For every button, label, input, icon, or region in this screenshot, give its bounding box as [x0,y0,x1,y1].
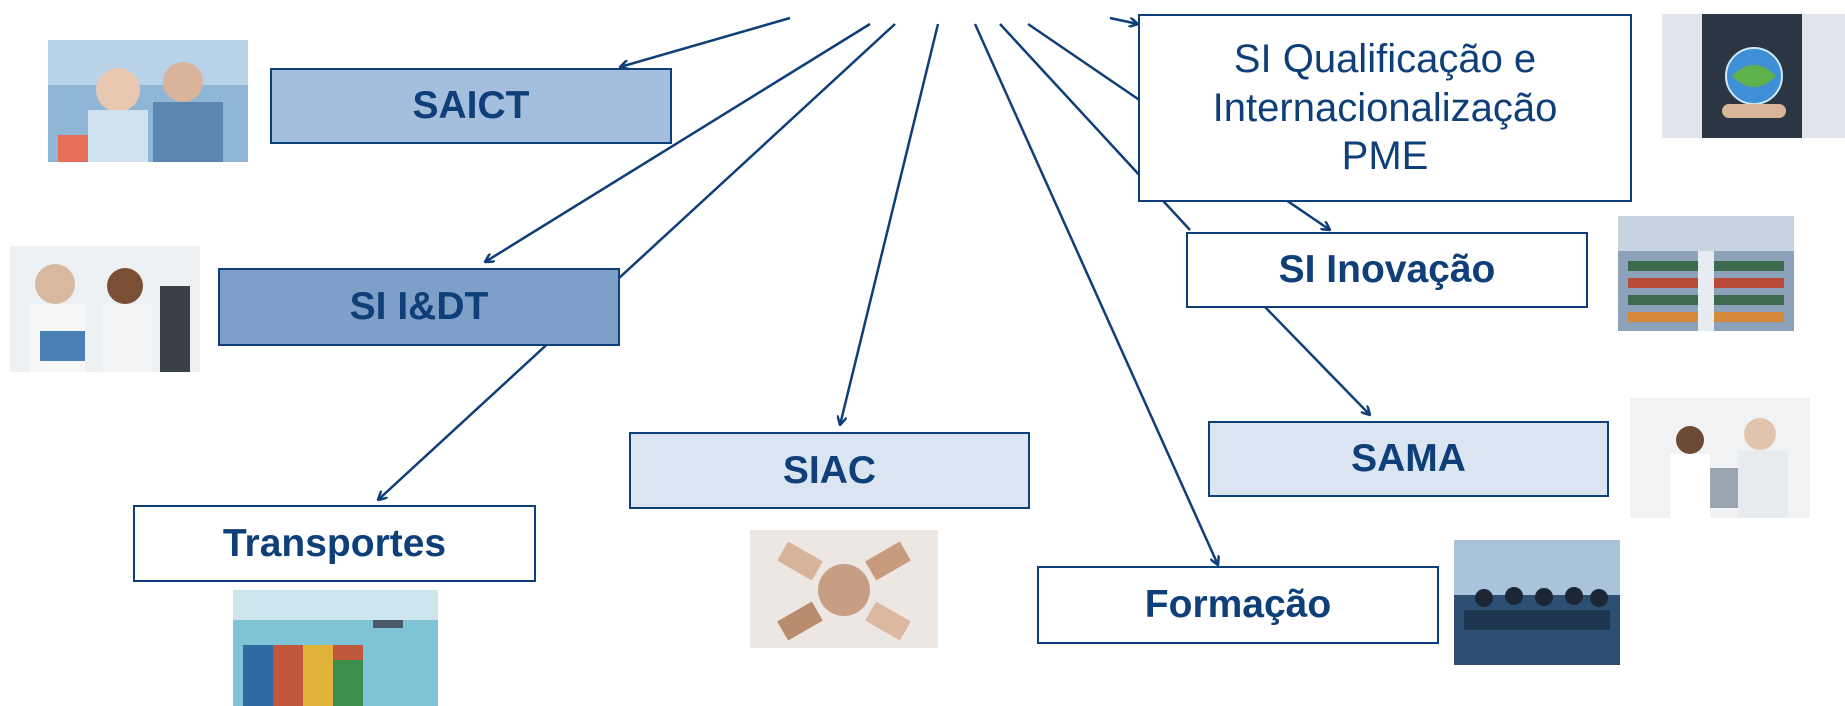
arrow-to-si-qualificacao [1109,16,1138,24]
box-formacao: Formação [1037,566,1439,644]
box-si-inovacao: SI Inovação [1186,232,1588,308]
arrow-to-saict [620,16,791,67]
arrow-to-sama [1264,306,1370,415]
si-qualificacao-photo [1662,14,1845,138]
box-si-idt: SI I&DT [218,268,620,346]
box-si-qualificacao: SI Qualificação e Internacionalização PM… [1138,14,1632,202]
box-label-saict: SAICT [412,84,530,128]
formacao-photo [1454,540,1620,665]
saict-photo [48,40,248,162]
box-label-si-qualificacao: SI Qualificação e Internacionalização PM… [1212,36,1558,179]
box-transportes: Transportes [133,505,536,582]
box-sama: SAMA [1208,421,1609,497]
arrow-to-siac [840,23,940,425]
box-label-si-idt: SI I&DT [349,285,489,329]
box-label-si-inovacao: SI Inovação [1278,248,1496,292]
box-label-transportes: Transportes [222,521,447,565]
box-label-siac: SIAC [782,448,877,492]
siac-photo [750,530,938,648]
si-inovacao-photo [1618,216,1794,331]
box-siac: SIAC [629,432,1030,509]
arrow-to-formacao [973,23,1218,565]
arrow-to-transportes [378,23,896,500]
box-saict: SAICT [270,68,672,144]
box-label-sama: SAMA [1351,437,1466,481]
si-idt-photo [10,246,200,372]
transportes-photo [233,590,438,706]
box-label-formacao: Formação [1144,583,1332,627]
arrow-to-si-idt [485,22,871,262]
sama-photo [1630,398,1810,518]
